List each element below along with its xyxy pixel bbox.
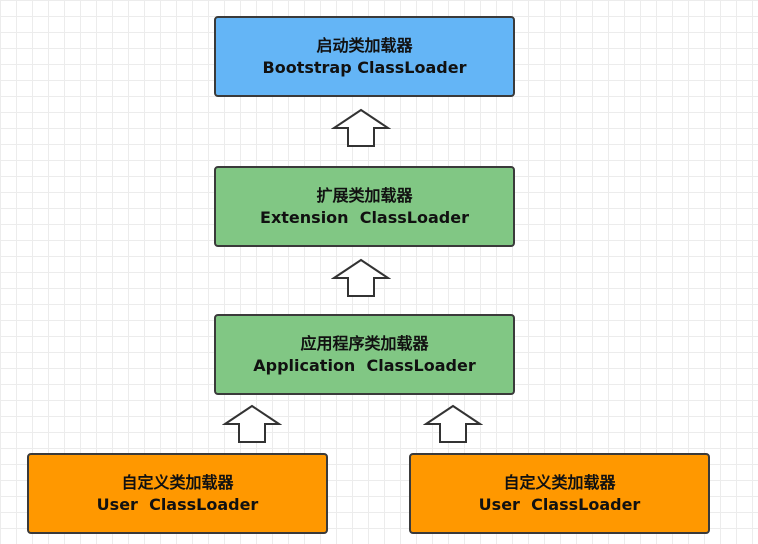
node-title: 自定义类加载器 xyxy=(503,472,616,492)
up-arrow-icon xyxy=(331,258,391,298)
user-classloader-node-left: 自定义类加载器 User ClassLoader xyxy=(27,453,328,534)
node-title: 应用程序类加载器 xyxy=(300,333,429,353)
extension-classloader-node: 扩展类加载器 Extension ClassLoader xyxy=(214,166,515,247)
node-title: 启动类加载器 xyxy=(316,35,413,55)
node-subtitle: User ClassLoader xyxy=(478,494,641,514)
up-arrow-icon xyxy=(331,108,391,148)
application-classloader-node: 应用程序类加载器 Application ClassLoader xyxy=(214,314,515,395)
up-arrow-icon xyxy=(423,404,483,444)
bootstrap-classloader-node: 启动类加载器 Bootstrap ClassLoader xyxy=(214,16,515,97)
node-subtitle: Bootstrap ClassLoader xyxy=(262,57,467,77)
node-subtitle: User ClassLoader xyxy=(96,494,259,514)
up-arrow-icon xyxy=(222,404,282,444)
user-classloader-node-right: 自定义类加载器 User ClassLoader xyxy=(409,453,710,534)
node-title: 扩展类加载器 xyxy=(316,185,413,205)
node-subtitle: Application ClassLoader xyxy=(253,355,476,375)
node-title: 自定义类加载器 xyxy=(121,472,234,492)
node-subtitle: Extension ClassLoader xyxy=(260,207,469,227)
